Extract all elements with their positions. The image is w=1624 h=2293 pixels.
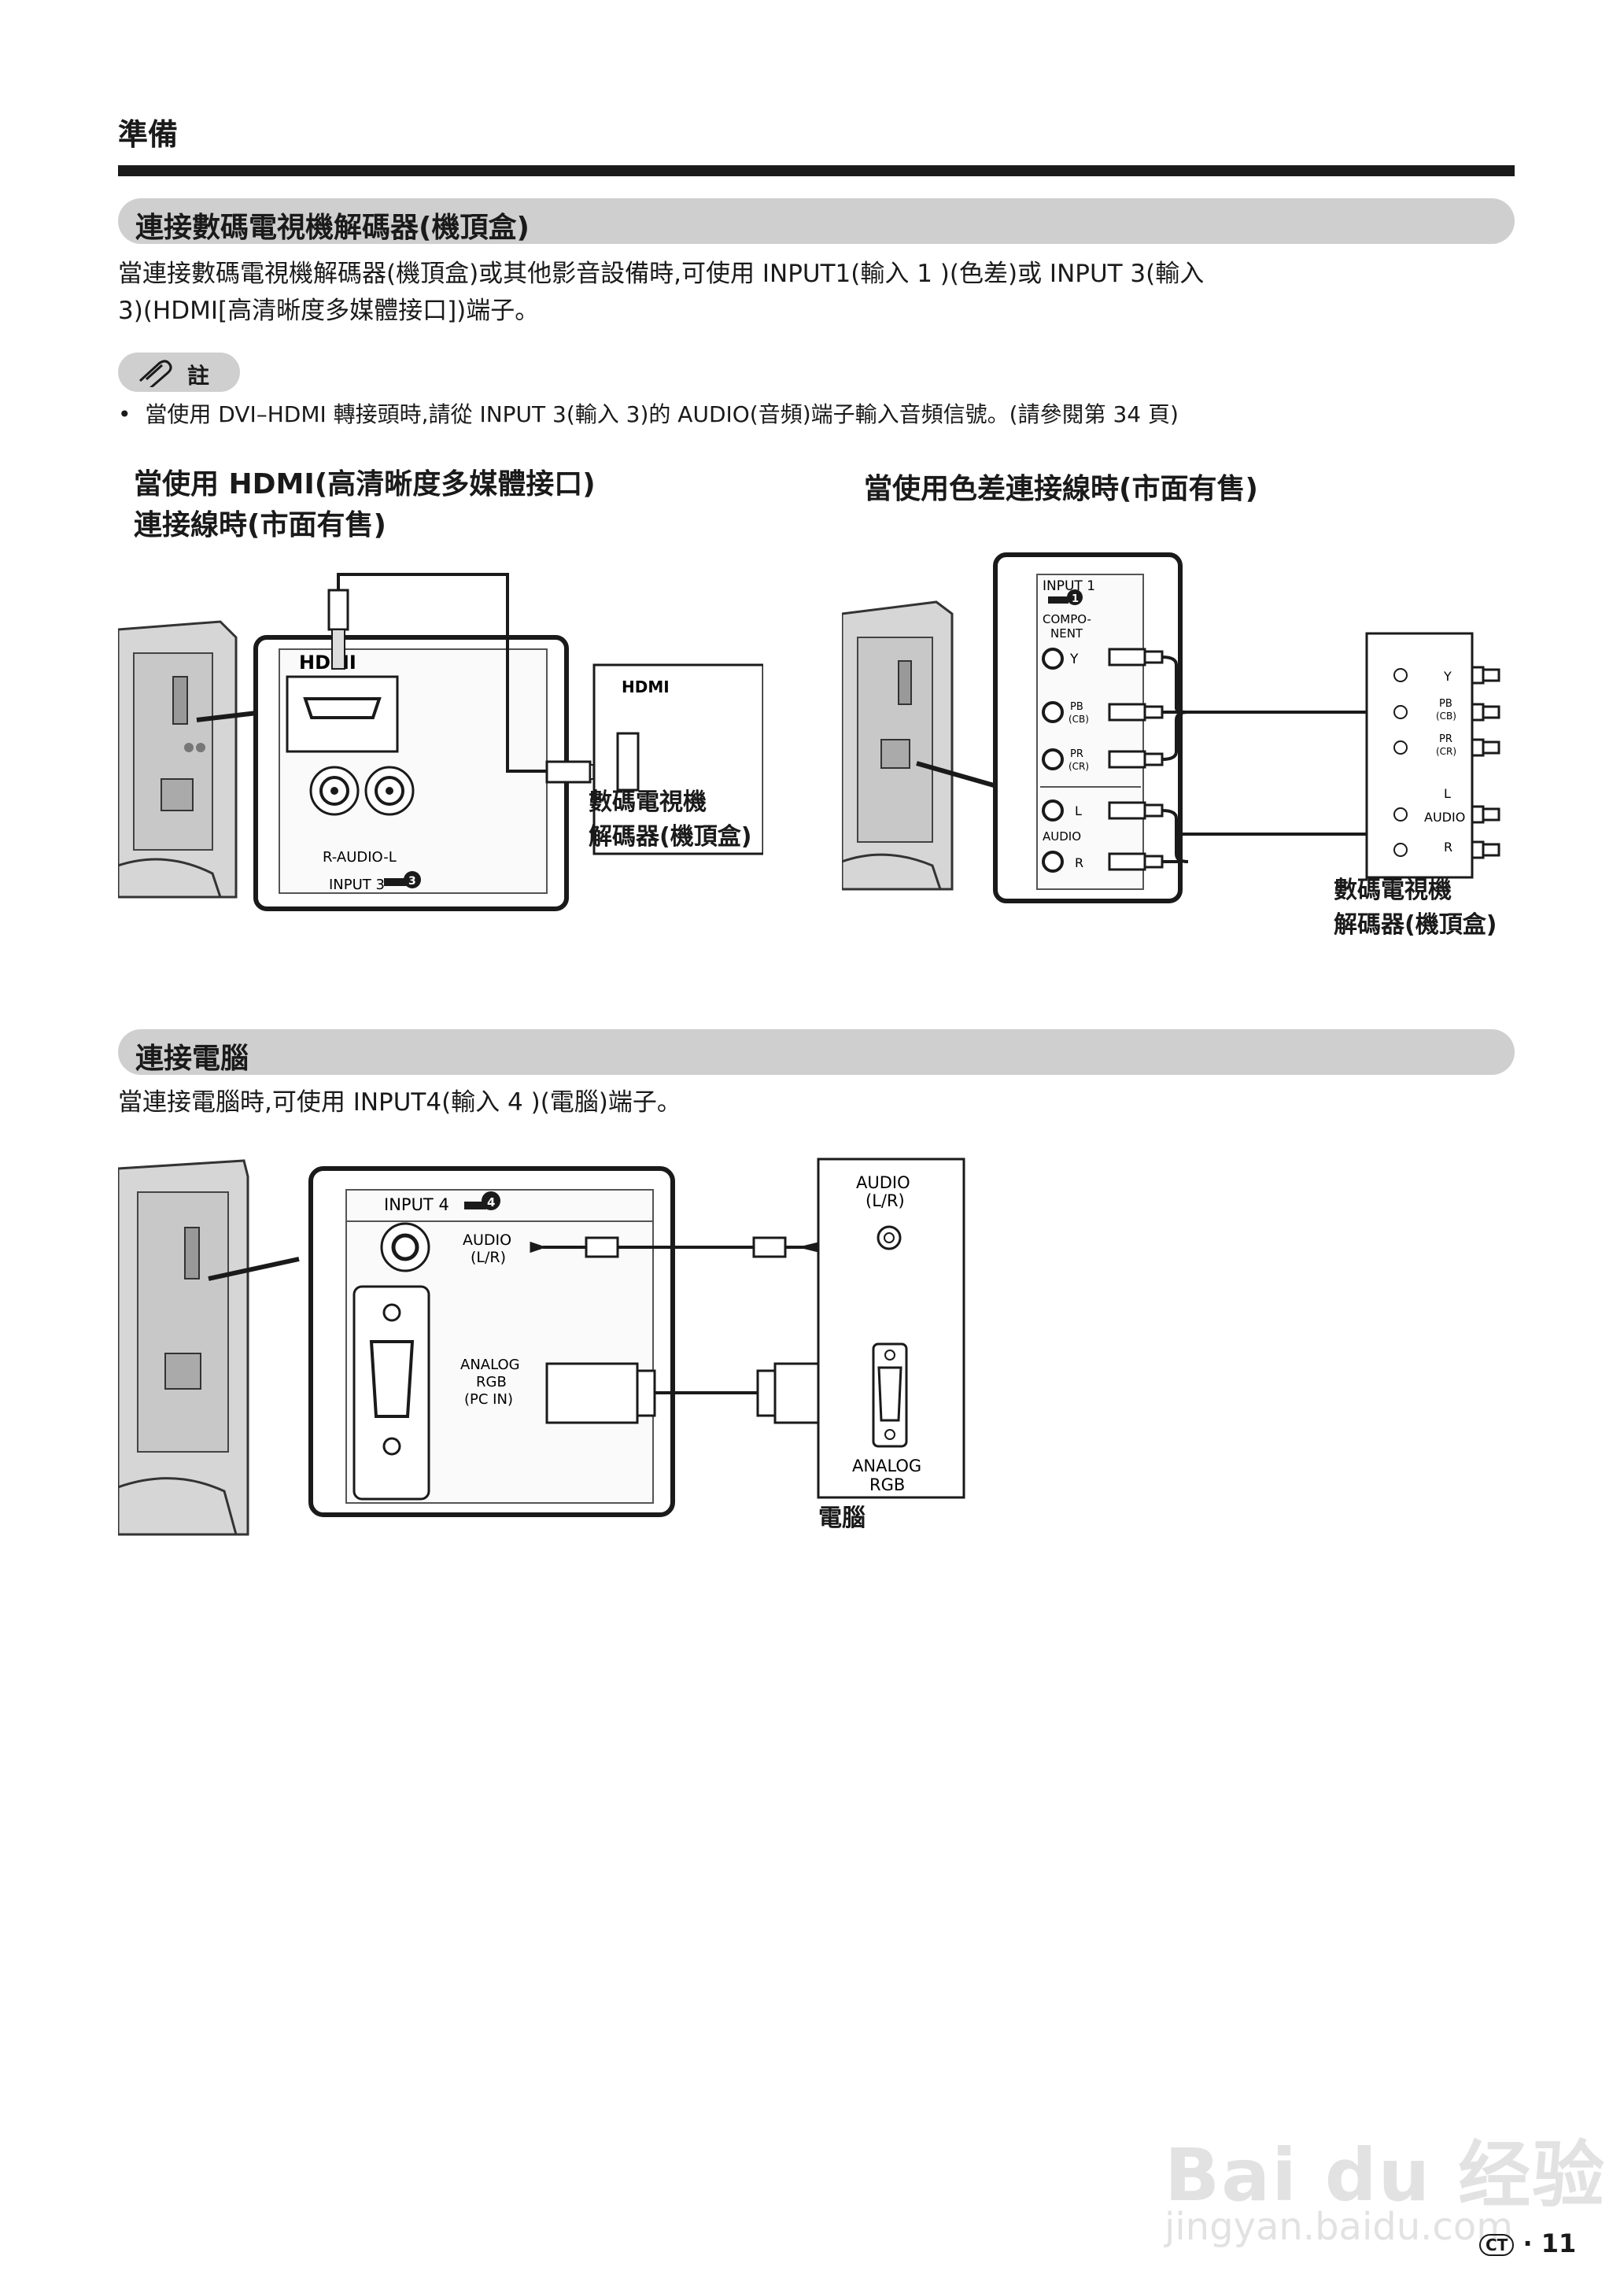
section-title-band: 連接電腦 [118, 1029, 1515, 1075]
section-header: 準備 [118, 117, 179, 152]
hdmi-caption-line-1: 數碼電視機 [589, 788, 707, 816]
pc-audio-label-1: AUDIO [463, 1231, 511, 1249]
section-body: 當連接數碼電視機解碼器(機頂盒)或其他影音設備時,可使用 INPUT1(輸入 1… [118, 256, 1519, 330]
jack-l-label: L [1075, 803, 1082, 818]
pc-rgb-label-2: RGB [476, 1374, 507, 1390]
jack-y [1042, 648, 1064, 670]
box-pb-sub: (CB) [1436, 711, 1456, 722]
footer-dash: · [1522, 2228, 1541, 2258]
note-text: 當使用 DVI–HDMI 轉接頭時,請從 INPUT 3(輸入 3)的 AUDI… [145, 401, 1179, 427]
note-label: 註 [187, 363, 210, 389]
bullet-dot: • [118, 401, 146, 427]
box-pr-sub: (CR) [1436, 746, 1456, 757]
page-number: 11 [1541, 2228, 1577, 2258]
box-audio-label: AUDIO [1424, 810, 1465, 825]
box-l-label: L [1444, 786, 1451, 801]
section-title-band: 連接數碼電視機解碼器(機頂盒) [118, 198, 1515, 244]
lang-badge: CT [1479, 2234, 1515, 2256]
watermark-logo: Bai du 经验 [1164, 2133, 1607, 2217]
component-caption: 數碼電視機 解碼器(機頂盒) [1334, 873, 1497, 943]
hdmi-heading-line-2: 連接線時(市面有售) [134, 509, 386, 541]
header-rule [118, 165, 1515, 176]
box-pb-label: PB [1439, 698, 1452, 710]
jack-audio-r [1042, 851, 1064, 873]
hdmi-logo: HDMI [299, 652, 356, 674]
body-line-1: 當連接數碼電視機解碼器(機頂盒)或其他影音設備時,可使用 INPUT1(輸入 1… [118, 260, 1205, 288]
hdmi-caption-line-2: 解碼器(機頂盒) [589, 823, 752, 851]
box-hdmi-port [616, 732, 640, 792]
hdmi-heading-line-1: 當使用 HDMI(高清晰度多媒體接口) [134, 468, 596, 500]
jack-pb-label: PB [1070, 701, 1083, 713]
pc-caption: 電腦 [818, 1505, 866, 1532]
note-item: • 當使用 DVI–HDMI 轉接頭時,請從 INPUT 3(輸入 3)的 AU… [118, 397, 1179, 429]
component-label-1: COMPO- [1043, 612, 1091, 626]
hdmi-heading: 當使用 HDMI(高清晰度多媒體接口) 連接線時(市面有售) [134, 464, 596, 546]
hdmi-caption: 數碼電視機 解碼器(機頂盒) [589, 785, 751, 855]
input4-number: 4 [487, 1195, 495, 1209]
input1-label: INPUT 1 [1043, 578, 1095, 594]
pc-rgb-label-3: (PC IN) [464, 1391, 513, 1408]
section-body: 當連接電腦時,可使用 INPUT4(輸入 4 )(電腦)端子。 [118, 1088, 681, 1117]
jack-y-label: Y [1069, 652, 1079, 667]
input3-label: INPUT 3 [329, 877, 385, 893]
watermark-url: jingyan.baidu.com [1164, 2205, 1513, 2249]
pc-connection-diagram: INPUT 4 4 AUDIO (L/R) ANALOG RGB (PC IN)… [118, 1158, 965, 1536]
rca-plugs-left [1108, 648, 1164, 871]
component-caption-line-2: 解碼器(機頂盒) [1334, 911, 1497, 939]
jack-r-label: R [1075, 855, 1083, 870]
tv-back-illustration [118, 1159, 249, 1536]
section-title: 連接數碼電視機解碼器(機頂盒) [135, 212, 530, 244]
box-y-label: Y [1443, 669, 1452, 684]
jack-pb-sub: (CB) [1069, 714, 1089, 725]
box-r-label: R [1444, 840, 1452, 855]
hdmi-plug-top [327, 589, 349, 631]
note-badge: 註 [118, 353, 240, 392]
tv-back-illustration [842, 600, 954, 891]
set-top-box [592, 663, 763, 855]
jack-audio-l [1042, 799, 1064, 822]
box-hdmi-logo: HDMI [622, 678, 670, 696]
box-pr-label: PR [1439, 733, 1452, 745]
audio-label: R-AUDIO-L [323, 849, 397, 866]
jack-pb [1042, 701, 1064, 723]
component-set-top-box: Y PB (CB) PR (CR) L AUDIO R [1365, 632, 1474, 879]
paperclip-icon [138, 360, 172, 387]
input1-number: 1 [1072, 593, 1079, 605]
hdmi-plug-right [545, 760, 592, 784]
hdmi-connection-diagram: HDMI R-AUDIO-L INPUT 3 3 HDMI [118, 573, 763, 911]
input3-number: 3 [408, 875, 416, 888]
jack-audio-label: AUDIO [1043, 829, 1081, 844]
jack-pr [1042, 748, 1064, 770]
vga-cable [545, 1362, 867, 1424]
component-caption-line-1: 數碼電視機 [1334, 877, 1452, 904]
section-title: 連接電腦 [135, 1043, 249, 1075]
pc-box-audio-1: AUDIO [856, 1173, 910, 1192]
pc-box-rgb-2: RGB [869, 1475, 905, 1494]
pc-box-rgb-1: ANALOG [852, 1457, 921, 1475]
tv-back-illustration [118, 620, 238, 899]
component-heading: 當使用色差連接線時(市面有售) [864, 473, 1258, 505]
pc-box-audio-2: (L/R) [866, 1191, 905, 1210]
hdmi-cable [337, 573, 559, 773]
pc-audio-label-2: (L/R) [471, 1249, 506, 1266]
page-footer: CT · 11 [1479, 2228, 1576, 2258]
body-line-2: 3)(HDMI[高清晰度多媒體接口])端子。 [118, 297, 540, 325]
component-label-2: NENT [1050, 626, 1083, 641]
jack-pr-label: PR [1070, 748, 1083, 760]
input4-label: INPUT 4 [384, 1195, 449, 1214]
jack-pr-sub: (CR) [1069, 761, 1089, 772]
pc-rgb-label-1: ANALOG [460, 1357, 520, 1373]
